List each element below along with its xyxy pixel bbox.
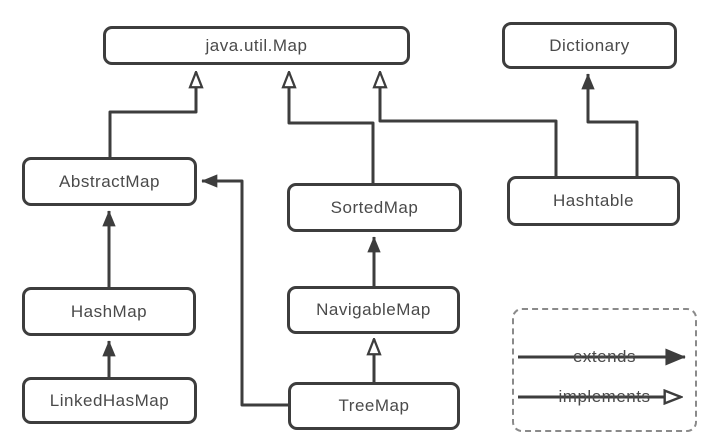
node-java-util-map: java.util.Map	[103, 26, 410, 65]
edge-abstractmap-java-util-map-implements	[108, 72, 196, 158]
node-label: TreeMap	[338, 396, 410, 415]
node-label: AbstractMap	[59, 171, 160, 191]
node-navigablemap: NavigableMap	[287, 286, 460, 334]
node-sortedmap: SortedMap	[287, 183, 462, 232]
edge-hashtable-dictionary-extends	[581, 73, 639, 177]
node-label: Dictionary	[549, 35, 630, 55]
node-label: Hashtable	[552, 191, 635, 210]
node-abstractmap: AbstractMap	[22, 157, 197, 206]
node-label: NavigableMap	[316, 300, 431, 319]
edge-sortedmap-java-util-map-implements	[289, 72, 375, 184]
node-hashtable: Hashtable	[507, 176, 680, 226]
edge-hashtable-java-util-map-implements	[380, 72, 558, 177]
node-label: SortedMap	[330, 197, 419, 217]
node-linkedhasmap: LinkedHasMap	[22, 377, 197, 424]
edge-treemap-abstractmap-extends	[201, 174, 288, 407]
node-treemap: TreeMap	[288, 382, 460, 430]
node-label: java.util.Map	[205, 35, 308, 55]
legend	[512, 308, 697, 432]
node-dictionary: Dictionary	[502, 22, 677, 69]
node-hashmap: HashMap	[22, 287, 196, 336]
node-label: HashMap	[70, 301, 148, 321]
node-label: LinkedHasMap	[49, 390, 170, 410]
